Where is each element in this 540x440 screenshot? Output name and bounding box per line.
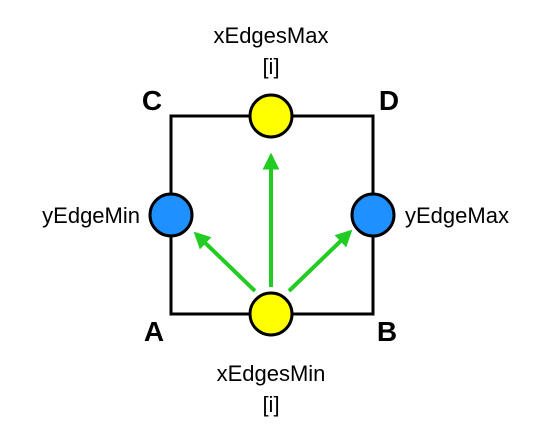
y-edge-min-label: yEdgeMin (42, 203, 140, 228)
arrow-to-y-edge-max (287, 229, 353, 293)
corner-label-d: D (379, 85, 399, 116)
corner-label-a: A (144, 316, 164, 347)
y-edge-max-node (350, 192, 396, 238)
x-edges-max-node (248, 93, 294, 139)
x-edges-min-node (248, 291, 294, 337)
x-edges-max-index-label: [i] (262, 54, 279, 79)
x-edges-min-label: xEdgesMin (217, 361, 326, 386)
corner-label-b: B (377, 316, 397, 347)
x-edges-max-label: xEdgesMax (214, 23, 329, 48)
y-edge-min-node (148, 192, 194, 238)
corner-label-c: C (142, 85, 162, 116)
arrow-to-y-edge-min (193, 231, 257, 293)
y-edge-max-label: yEdgeMax (405, 203, 509, 228)
x-edges-min-index-label: [i] (262, 392, 279, 417)
